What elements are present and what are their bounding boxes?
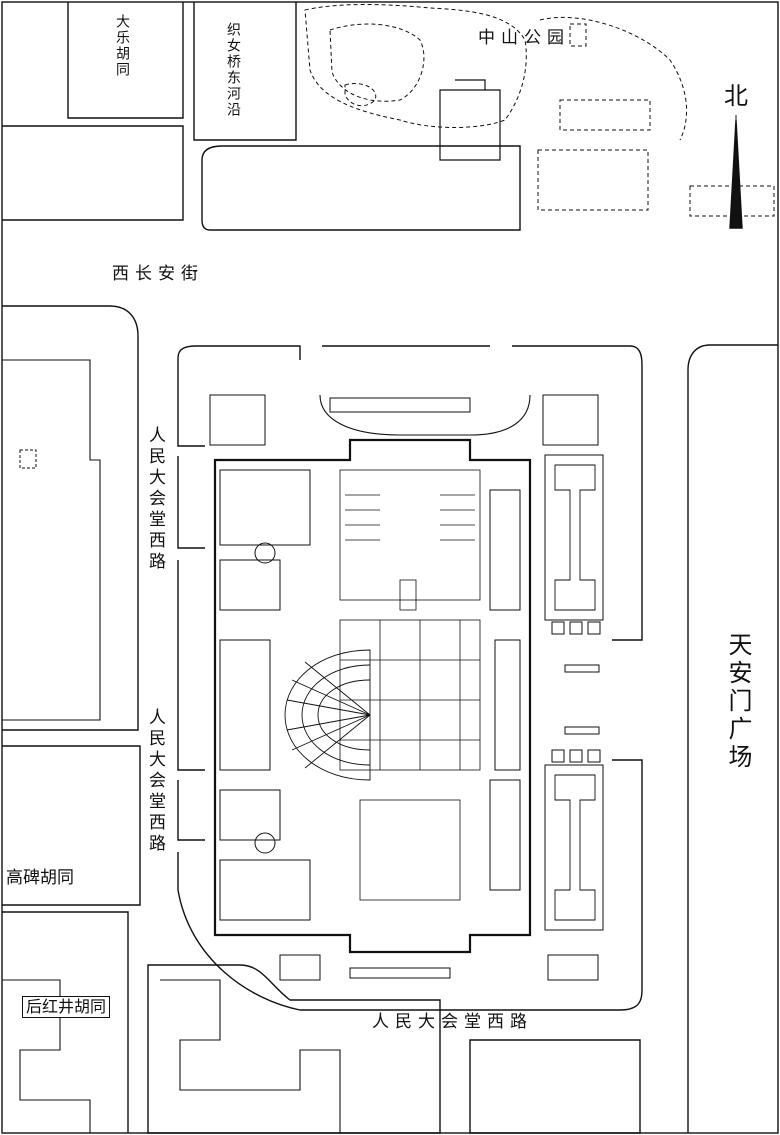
label-gaobei-hutong: 高碑胡同 (6, 868, 74, 888)
label-rendahuitang-xilu-middle: 人民大会堂西路 (145, 708, 165, 855)
block-zhinuqiao (193, 2, 297, 141)
block-gaobei (2, 745, 141, 906)
block-south-east (469, 1039, 641, 1134)
east-small-rects (551, 621, 601, 763)
block-zhongshan-south (201, 145, 521, 231)
garden-east-north-pool (554, 464, 596, 611)
garden-nw-pool (209, 394, 266, 446)
zhongshan-gate (439, 79, 501, 161)
block-tiananmen-square (687, 344, 778, 1133)
block-dale-hutong (67, 2, 184, 119)
auditorium (284, 649, 371, 781)
block-southwest-detail (2, 979, 91, 1133)
north-arrow (729, 115, 743, 229)
great-hall-site (177, 345, 643, 641)
label-dale-hutong: 大乐胡同 (114, 14, 130, 78)
garden-east-south-pool (554, 774, 596, 921)
garden-east-south (544, 764, 604, 931)
label-zhongshan-park: 中山公园 (478, 28, 570, 48)
block-south-detail (160, 979, 341, 1133)
garden-sw (279, 954, 321, 981)
label-rendahuitang-xilu-upper: 人民大会堂西路 (145, 426, 165, 573)
garden-se (547, 954, 599, 981)
label-houhongjing-hutong: 后红井胡同 (22, 996, 111, 1018)
block-houhongjing (2, 911, 129, 1133)
garden-east-north (544, 454, 604, 621)
block-west-middle (2, 305, 139, 731)
fountain-west-north (254, 542, 276, 564)
label-xichangan-street: 西长安街 (112, 264, 204, 284)
building-wings (219, 469, 521, 921)
label-tiananmen-square: 天安门广场 (724, 632, 752, 772)
garden-ne-pool (542, 394, 599, 446)
central-hall (339, 469, 481, 901)
small-building (19, 449, 37, 469)
label-zhinuqiao: 织女桥东河沿 (225, 22, 241, 118)
south-steps (349, 967, 451, 979)
north-steps (329, 397, 471, 413)
fountain-west-south (254, 832, 276, 854)
block-south-west (147, 964, 441, 1134)
north-label: 北 (724, 82, 748, 110)
block-west-top (2, 125, 184, 221)
block-west-inner (2, 359, 101, 721)
north-plaza (319, 394, 531, 436)
label-rendahuitang-xilu-bottom: 人民大会堂西路 (372, 1012, 533, 1032)
great-hall-building (213, 438, 532, 954)
great-hall-site-west (177, 358, 643, 1011)
